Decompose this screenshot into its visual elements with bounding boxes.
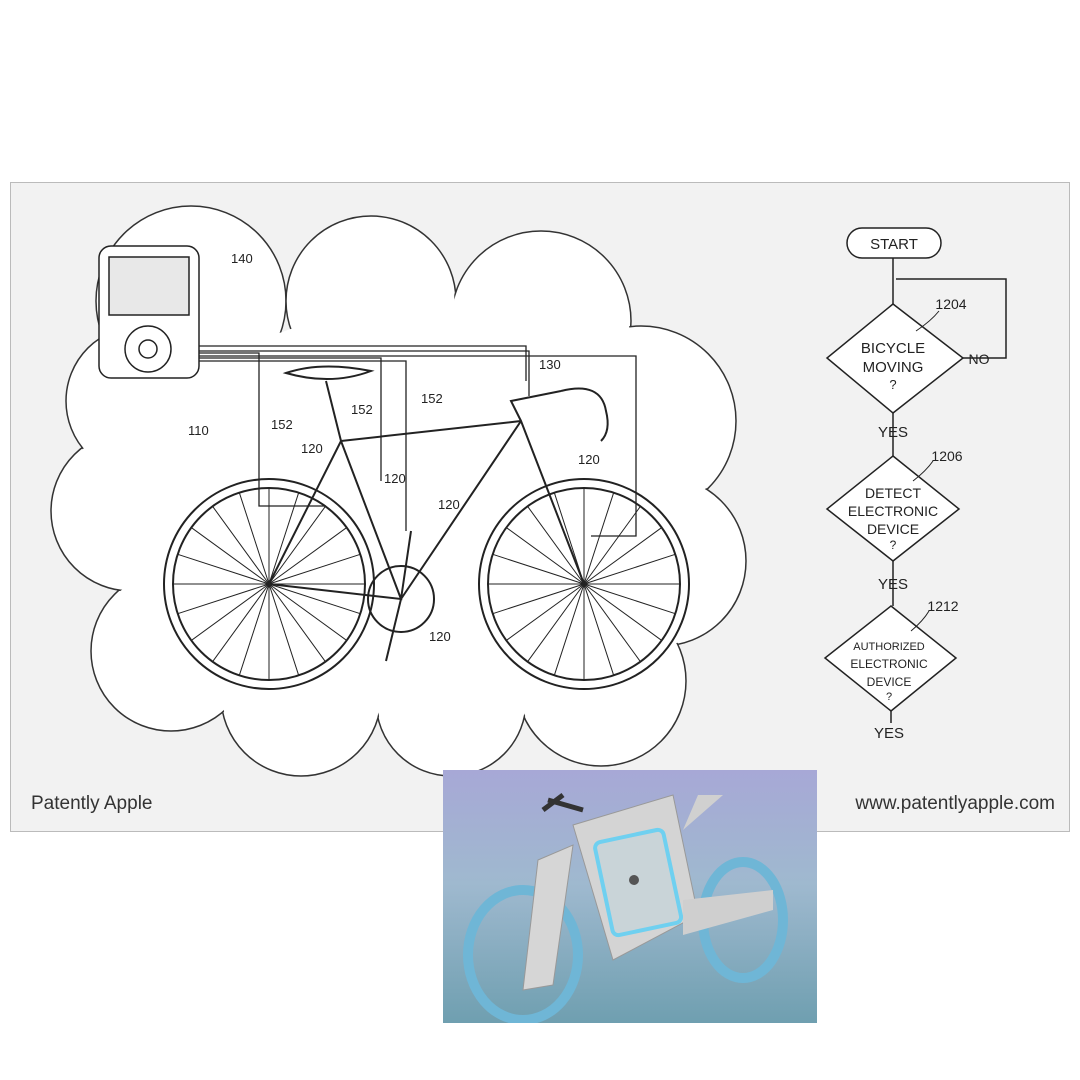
wheel-spoke xyxy=(191,527,270,585)
decision-1204 xyxy=(825,303,965,414)
wheel-spoke xyxy=(268,583,347,641)
label-120: 120 xyxy=(578,452,600,467)
wheel-spoke xyxy=(238,583,270,676)
wheel-spoke xyxy=(268,553,361,585)
decision-text: ELECTRONIC xyxy=(850,657,928,671)
wheel-spoke xyxy=(212,583,270,662)
wheel-spoke xyxy=(527,583,585,662)
decision-text: DEVICE xyxy=(867,521,919,537)
label-120: 120 xyxy=(429,629,451,644)
wheel-spoke xyxy=(268,527,347,585)
yes-label: YES xyxy=(878,576,908,593)
wheel-spoke xyxy=(268,492,300,585)
concept-bike-render xyxy=(443,770,817,1023)
wheel-spoke xyxy=(492,553,585,585)
label-152: 152 xyxy=(271,417,293,432)
ref-1206: 1206 xyxy=(931,448,962,464)
wheel-spoke xyxy=(268,583,361,615)
decision-text: ? xyxy=(886,691,892,703)
wheel-spoke xyxy=(583,583,662,641)
patent-figure: 140 130 152 152 152 110 120 120 120 120 … xyxy=(10,182,1070,832)
decision-text: ELECTRONIC xyxy=(848,503,938,519)
decision-text: BICYCLE xyxy=(861,340,925,357)
wheel-spoke xyxy=(191,583,270,641)
decision-text: ? xyxy=(889,377,896,392)
caption-left: Patently Apple xyxy=(31,793,153,814)
start-label: START xyxy=(870,236,918,253)
wheel-spoke xyxy=(268,506,326,585)
wheel-spoke xyxy=(583,527,662,585)
decision-text: MOVING xyxy=(863,359,924,376)
wheel-spoke xyxy=(583,492,615,585)
label-152: 152 xyxy=(421,391,443,406)
wires xyxy=(199,345,637,537)
wheel-spoke xyxy=(177,553,270,585)
wheel-spoke xyxy=(268,583,300,676)
wheel-spoke xyxy=(527,506,585,585)
wheel-spoke xyxy=(212,506,270,585)
yes-label: YES xyxy=(874,725,904,742)
ref-1212: 1212 xyxy=(927,598,958,614)
decision-text: DEVICE xyxy=(867,675,912,689)
wheel-spoke xyxy=(268,583,326,662)
wheel-spoke xyxy=(238,492,270,585)
wheel-spoke xyxy=(506,527,585,585)
label-120: 120 xyxy=(384,471,406,486)
decision-1212 xyxy=(823,605,958,712)
bicycle xyxy=(163,365,690,690)
wheel-spoke xyxy=(583,506,641,585)
wheel-spoke xyxy=(583,583,676,615)
label-140: 140 xyxy=(231,251,253,266)
flowchart: START 1204 BICYCLE MOVING ? NO YES 1206 … xyxy=(823,227,1007,742)
caption-right: www.patentlyapple.com xyxy=(855,793,1055,814)
wheel-spoke xyxy=(553,583,585,676)
decision-text: DETECT xyxy=(865,485,921,501)
wheel-spoke xyxy=(583,553,676,585)
label-120: 120 xyxy=(438,497,460,512)
decision-1206 xyxy=(825,455,961,562)
label-130: 130 xyxy=(539,357,561,372)
no-label: NO xyxy=(969,351,990,367)
wheel-spoke xyxy=(177,583,270,615)
decision-text: ? xyxy=(890,538,897,552)
ipod-device xyxy=(98,245,200,379)
label-152: 152 xyxy=(351,402,373,417)
decision-text: AUTHORIZED xyxy=(853,641,925,653)
start-terminal xyxy=(846,227,942,259)
yes-label: YES xyxy=(878,424,908,441)
label-110: 110 xyxy=(188,423,209,438)
label-120: 120 xyxy=(301,441,323,456)
wheel-spoke xyxy=(506,583,585,641)
wheel-spoke xyxy=(583,583,615,676)
ref-1204: 1204 xyxy=(935,296,966,312)
wheel-spoke xyxy=(492,583,585,615)
wheel-spoke xyxy=(583,583,641,662)
